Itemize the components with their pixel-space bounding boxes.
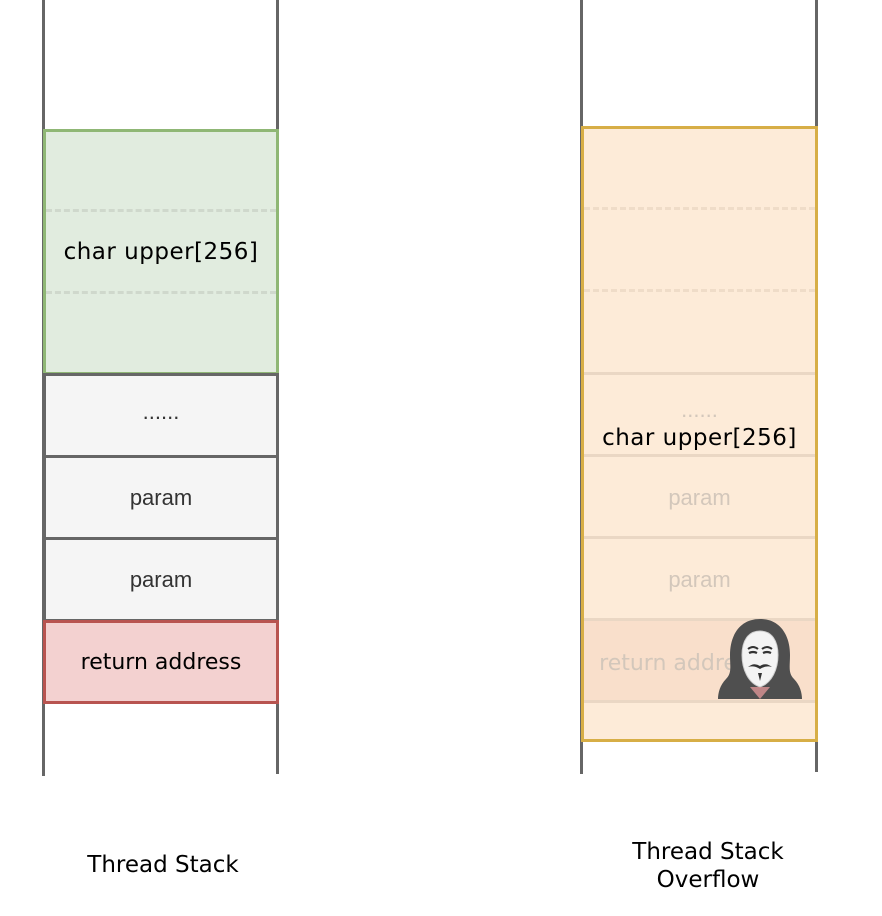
left-stack-caption: Thread Stack	[43, 851, 283, 879]
right-stack-caption-line-2: Overflow	[656, 867, 760, 893]
right-stack-caption-line-1: Thread Stack	[632, 839, 784, 865]
buffer-block: char upper[256]	[43, 129, 279, 375]
anonymous-hacker-icon	[718, 619, 802, 699]
faded-divider-4	[584, 454, 815, 457]
stack-cell-ellipsis: ......	[43, 373, 279, 458]
hacker-collar	[750, 687, 770, 699]
faded-cell-param-1: param	[668, 485, 731, 510]
faded-divider-6	[584, 618, 815, 621]
faded-divider-1	[584, 207, 815, 210]
buffer-label: char upper[256]	[63, 239, 259, 265]
overflow-block: ...... char upper[256] param param retur…	[581, 126, 818, 742]
right-stack-caption: Thread Stack Overflow	[588, 838, 828, 894]
left-stack-caption-text: Thread Stack	[87, 852, 239, 878]
return-address-cell: return address	[43, 620, 279, 704]
hacker-mustache	[748, 664, 772, 669]
buffer-divider-bottom	[46, 291, 276, 294]
faded-divider-2	[584, 289, 815, 292]
faded-cell-ellipsis: ......	[681, 397, 718, 422]
hacker-goatee	[758, 673, 762, 681]
return-address-label: return address	[80, 649, 242, 675]
hacker-eyes	[748, 650, 772, 655]
stack-cell-param-2: param	[43, 537, 279, 622]
faded-divider-3	[584, 372, 815, 375]
stack-cell-label: ......	[142, 398, 180, 424]
buffer-divider-top	[46, 209, 276, 212]
overflow-label: char upper[256]	[602, 425, 797, 451]
faded-divider-5	[584, 536, 815, 539]
stack-cell-label: param	[129, 566, 193, 592]
hacker-eyebrows	[747, 646, 773, 650]
faded-cell-param-2: param	[668, 567, 731, 592]
faded-divider-7	[584, 700, 815, 703]
stack-cell-param-1: param	[43, 455, 279, 540]
stack-cell-label: param	[129, 484, 193, 510]
